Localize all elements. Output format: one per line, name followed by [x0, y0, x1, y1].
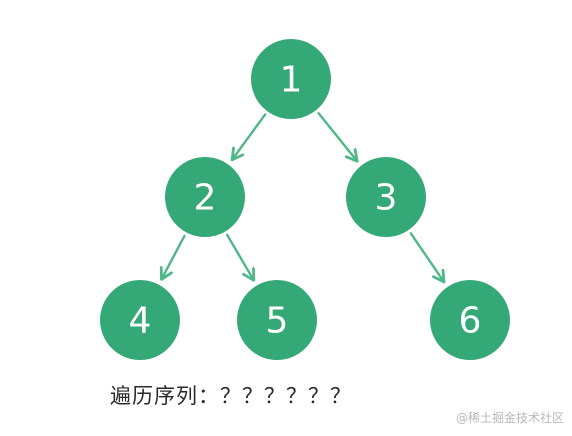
edge-2-to-5 — [226, 233, 254, 280]
edges-layer — [161, 112, 444, 282]
edge-1-to-2 — [232, 113, 267, 160]
node-label-2: 2 — [194, 178, 217, 219]
tree-node-2: 2 — [165, 157, 245, 237]
edge-2-to-4 — [161, 234, 186, 279]
edge-1-to-3 — [317, 112, 358, 161]
node-label-5: 5 — [266, 301, 289, 342]
traversal-sequence-caption: 遍历序列：？？？？？？ — [110, 384, 352, 408]
tree-node-1: 1 — [251, 39, 331, 119]
node-circle-1 — [251, 39, 331, 119]
node-circle-4 — [100, 280, 180, 360]
watermark-text: @稀土掘金技术社区 — [455, 411, 564, 425]
node-circle-2 — [165, 157, 245, 237]
tree-node-5: 5 — [237, 280, 317, 360]
node-label-3: 3 — [375, 178, 398, 219]
tree-node-4: 4 — [100, 280, 180, 360]
node-circle-5 — [237, 280, 317, 360]
tree-node-3: 3 — [346, 157, 426, 237]
node-circle-6 — [430, 280, 510, 360]
tree-node-6: 6 — [430, 280, 510, 360]
node-label-1: 1 — [280, 60, 303, 101]
node-label-6: 6 — [459, 301, 482, 342]
node-label-4: 4 — [129, 301, 152, 342]
nodes-layer: 1 2 3 4 5 6 — [100, 39, 510, 360]
edge-3-to-6 — [409, 232, 444, 282]
node-circle-3 — [346, 157, 426, 237]
